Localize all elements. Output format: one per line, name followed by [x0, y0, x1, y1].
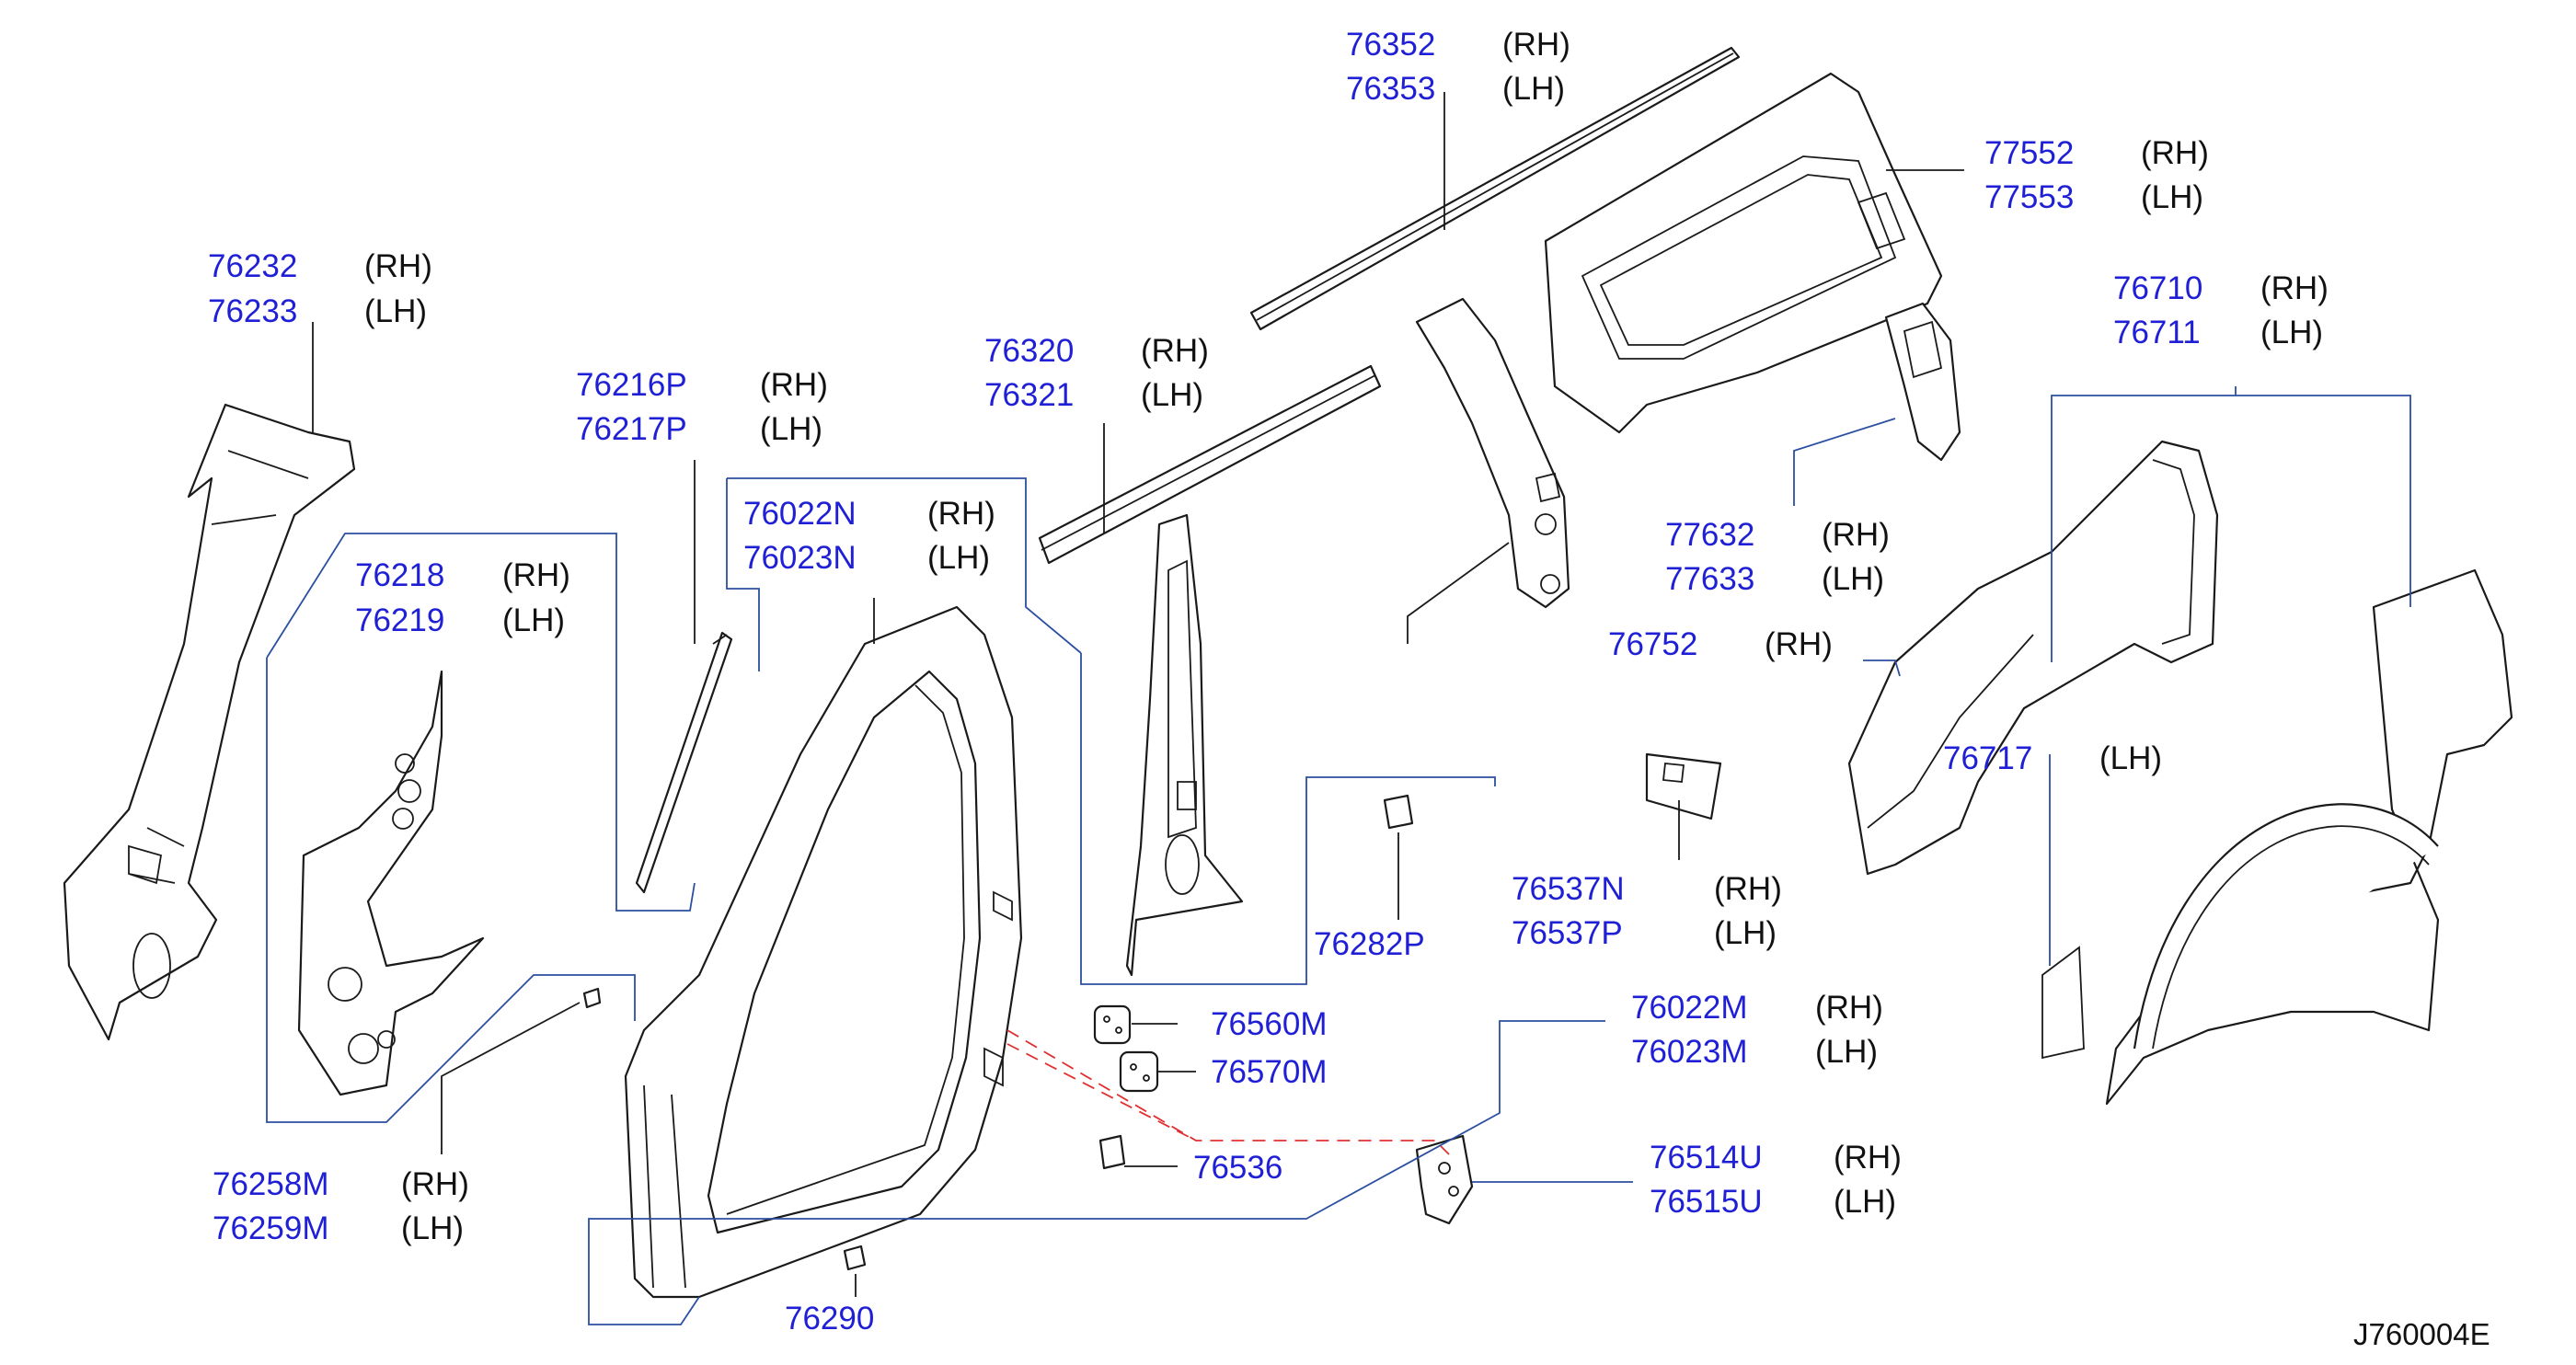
part-number: 76320 — [984, 333, 1074, 369]
side-label: (RH) — [760, 367, 828, 403]
part-number: 76217P — [576, 411, 687, 447]
clip-76290-drawing — [843, 1245, 867, 1271]
part-number: 76560M — [1211, 1006, 1327, 1042]
front-pillar-drawing — [63, 403, 356, 1041]
side-label: (LH) — [2141, 179, 2203, 215]
part-number: 76219 — [355, 602, 444, 638]
part-number: 76536 — [1193, 1150, 1282, 1186]
part-number: 76023M — [1631, 1034, 1747, 1070]
quarter-window-panel-drawing — [1544, 72, 1943, 434]
side-label: (LH) — [502, 602, 565, 638]
side-body-outer-drawing — [624, 605, 1023, 1299]
clip-76258M-drawing — [582, 987, 602, 1009]
part-number: 76282P — [1314, 926, 1425, 962]
rear-bracket-drawing — [1884, 302, 1961, 462]
part-number: 76232 — [208, 248, 297, 284]
side-label: (LH) — [364, 293, 427, 329]
part-number: 76570M — [1211, 1054, 1327, 1090]
part-number: 76321 — [984, 377, 1074, 413]
part-number: 76216P — [576, 367, 687, 403]
part-number: 76352 — [1346, 27, 1435, 63]
side-label: (LH) — [1822, 561, 1884, 597]
side-label: (RH) — [1815, 990, 1883, 1026]
side-label: (LH) — [1815, 1034, 1878, 1070]
part-number: 76537P — [1512, 915, 1623, 951]
rear-fender-drawing — [2041, 568, 2513, 1106]
rear-pillar-inner-drawing — [1415, 297, 1570, 609]
side-label: (LH) — [1502, 71, 1565, 107]
side-label: (RH) — [1834, 1140, 1902, 1176]
side-label: (RH) — [2141, 135, 2209, 171]
callout-labels: 76352 (RH) 76353 (LH) 77552 (RH) 77553 (… — [208, 27, 2490, 1351]
part-number: 76218 — [355, 557, 444, 593]
side-label: (LH) — [1834, 1184, 1896, 1220]
part-number: 77553 — [1984, 179, 2074, 215]
bracket-76282P-drawing — [1383, 794, 1414, 830]
patch-76560M-drawing — [1093, 1004, 1132, 1045]
part-number: 76022N — [743, 496, 857, 532]
bracket-76514U-drawing — [1415, 1134, 1474, 1225]
part-number: 76259M — [213, 1210, 328, 1246]
part-number: 76022M — [1631, 990, 1747, 1026]
part-number: 77632 — [1665, 517, 1754, 553]
side-label: (LH) — [1141, 377, 1203, 413]
side-label: (RH) — [1502, 27, 1570, 63]
side-label: (RH) — [1141, 333, 1209, 369]
side-label: (RH) — [364, 248, 432, 284]
roof-molding-drawing — [1249, 46, 1741, 331]
part-number: 76710 — [2113, 270, 2202, 306]
leader-lines — [266, 92, 2411, 1325]
side-label: (RH) — [1714, 871, 1782, 907]
center-pillar-drawing — [1125, 513, 1244, 977]
part-number: 76353 — [1346, 71, 1435, 107]
side-label: (RH) — [927, 496, 995, 532]
bracket-76536-drawing — [1098, 1134, 1126, 1170]
small-plate-drawing — [1645, 752, 1722, 820]
front-lower-pillar-drawing — [297, 670, 485, 1096]
part-number: 76711 — [2113, 315, 2201, 350]
diagram-code: J760004E — [2353, 1317, 2490, 1351]
side-label: (LH) — [401, 1210, 464, 1246]
part-number: 76258M — [213, 1166, 328, 1202]
weather-strip-drawing — [635, 631, 733, 894]
patch-76570M-drawing — [1119, 1050, 1159, 1093]
side-label: (RH) — [502, 557, 570, 593]
side-label: (LH) — [760, 411, 822, 447]
part-number: 76515U — [1650, 1184, 1763, 1220]
part-number: 76290 — [785, 1301, 874, 1336]
part-number: 76023N — [743, 540, 857, 576]
side-label: (RH) — [1765, 626, 1833, 662]
part-number: 76514U — [1650, 1140, 1763, 1176]
part-number: 76717 — [1943, 740, 2032, 776]
side-label: (RH) — [1822, 517, 1890, 553]
side-label: (RH) — [2260, 270, 2329, 306]
part-number: 76233 — [208, 293, 297, 329]
side-label: (RH) — [401, 1166, 469, 1202]
part-number: 77633 — [1665, 561, 1754, 597]
side-label: (LH) — [1714, 915, 1777, 951]
side-label: (LH) — [2099, 740, 2162, 776]
side-label: (LH) — [927, 540, 990, 576]
wheel-housing-inner-drawing — [1847, 440, 2219, 876]
part-number: 77552 — [1984, 135, 2074, 171]
part-number: 76537N — [1512, 871, 1625, 907]
side-label: (LH) — [2260, 315, 2323, 350]
part-number: 76752 — [1608, 626, 1697, 662]
roof-side-rail-drawing — [1038, 364, 1382, 565]
